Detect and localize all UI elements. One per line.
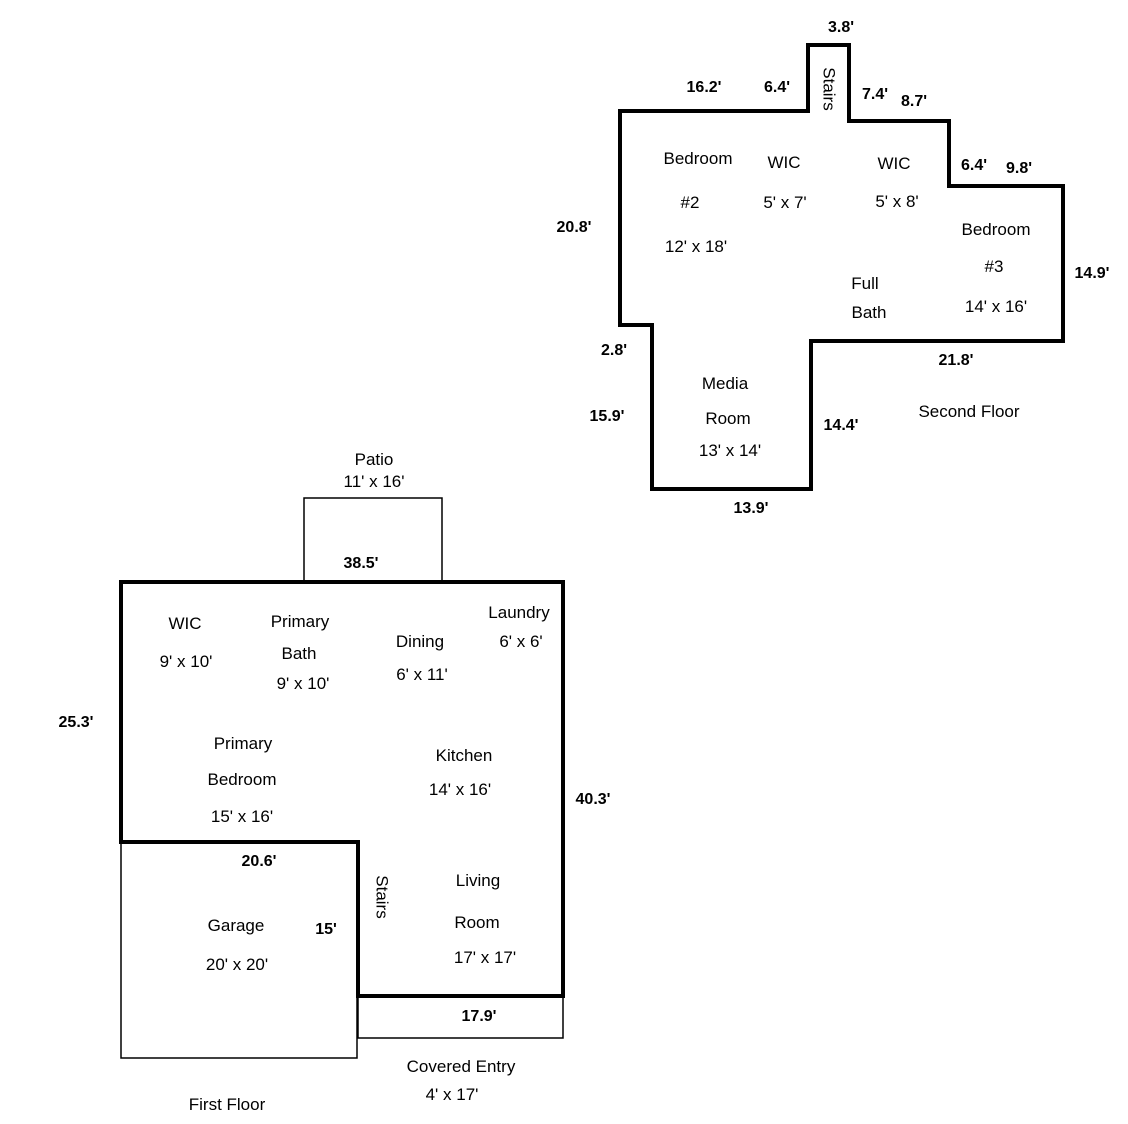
first-floor: Patio 11' x 16' WIC 9' x 10' Primary Bat… <box>59 450 611 1114</box>
primary-bath-line2: Bath <box>282 644 317 663</box>
laundry-size: 6' x 6' <box>499 632 542 651</box>
dim-bottom-right: 21.8' <box>939 352 974 369</box>
dim-step-a: 8.7' <box>901 93 927 110</box>
second-floor-stairs-label: Stairs <box>820 67 839 110</box>
bedroom2-size: 12' x 18' <box>665 237 727 256</box>
dining-size: 6' x 11' <box>396 665 448 684</box>
dim-top: 38.5' <box>344 555 379 572</box>
media-room-size: 13' x 14' <box>699 441 761 460</box>
wic-right-name: WIC <box>877 154 910 173</box>
dim-notch: 2.8' <box>601 342 627 359</box>
first-floor-stairs-label: Stairs <box>373 875 392 918</box>
wic-size: 9' x 10' <box>160 652 213 671</box>
primary-bedroom-line1: Primary <box>214 734 273 753</box>
garage-outline <box>120 841 358 1059</box>
wic-name: WIC <box>168 614 201 633</box>
dim-inner: 15' <box>315 921 337 938</box>
dim-stair-right: 7.4' <box>862 86 888 103</box>
dining-name: Dining <box>396 632 444 651</box>
dim-right-side: 14.9' <box>1075 265 1110 282</box>
kitchen-name: Kitchen <box>436 746 493 765</box>
media-room-line1: Media <box>702 374 749 393</box>
bedroom3-number: #3 <box>985 257 1004 276</box>
bedroom3-name: Bedroom <box>962 220 1031 239</box>
covered-entry-size: 4' x 17' <box>426 1085 479 1104</box>
covered-entry-outline <box>357 995 564 1039</box>
dim-right: 40.3' <box>576 791 611 808</box>
bedroom2-number: #2 <box>681 193 700 212</box>
patio-size: 11' x 16' <box>344 472 405 491</box>
primary-bedroom-line2: Bedroom <box>208 770 277 789</box>
wic-right-size: 5' x 8' <box>875 192 918 211</box>
dim-left: 25.3' <box>59 714 94 731</box>
second-floor: Bedroom #2 12' x 18' WIC 5' x 7' WIC 5' … <box>557 19 1110 517</box>
dim-step-c: 9.8' <box>1006 160 1032 177</box>
dim-wic-top: 6.4' <box>764 79 790 96</box>
garage-name: Garage <box>208 916 265 935</box>
dim-media-right: 14.4' <box>824 417 859 434</box>
primary-bath-size: 9' x 10' <box>277 674 330 693</box>
living-room-size: 17' x 17' <box>454 948 516 967</box>
dim-bottom: 17.9' <box>462 1008 497 1025</box>
dim-media-bottom: 13.9' <box>734 500 769 517</box>
kitchen-size: 14' x 16' <box>429 780 491 799</box>
full-bath-line1: Full <box>851 274 878 293</box>
dim-media-left: 15.9' <box>590 408 625 425</box>
full-bath-line2: Bath <box>852 303 887 322</box>
wic-left-name: WIC <box>767 153 800 172</box>
laundry-name: Laundry <box>488 603 550 622</box>
dim-left-side: 20.8' <box>557 219 592 236</box>
second-floor-outline <box>618 43 1065 491</box>
primary-bath-line1: Primary <box>271 612 330 631</box>
second-floor-caption: Second Floor <box>918 402 1019 421</box>
dim-step-b: 6.4' <box>961 157 987 174</box>
first-floor-outline <box>119 580 565 998</box>
first-floor-caption: First Floor <box>189 1095 266 1114</box>
wic-left-size: 5' x 7' <box>763 193 806 212</box>
garage-size: 20' x 20' <box>206 955 268 974</box>
living-room-line2: Room <box>454 913 499 932</box>
bedroom3-size: 14' x 16' <box>965 297 1027 316</box>
bedroom2-name: Bedroom <box>664 149 733 168</box>
dim-garage-top: 20.6' <box>242 853 277 870</box>
patio-name: Patio <box>355 450 394 469</box>
living-room-line1: Living <box>456 871 500 890</box>
media-room-line2: Room <box>705 409 750 428</box>
covered-entry-name: Covered Entry <box>407 1057 516 1076</box>
primary-bedroom-size: 15' x 16' <box>211 807 273 826</box>
dim-stairs-top: 3.8' <box>828 19 854 36</box>
dim-left-top: 16.2' <box>687 79 722 96</box>
